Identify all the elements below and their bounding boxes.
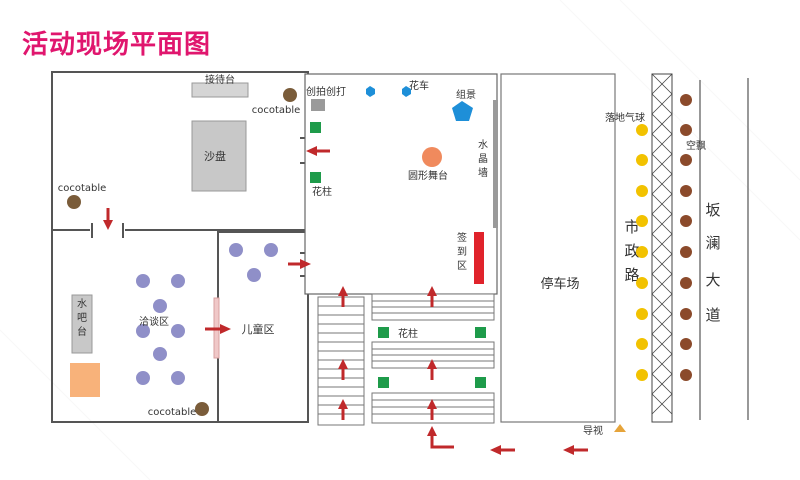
- reception-label: 接待台: [205, 73, 235, 86]
- walkway-right: [371, 293, 495, 424]
- flower-car-icon-2: [402, 86, 411, 97]
- floor-balloons: [636, 124, 648, 381]
- flow-arrows: [103, 146, 588, 455]
- avenue-label: 坂澜大道: [705, 201, 720, 324]
- signin-area: [474, 232, 484, 284]
- parking-lot: [500, 73, 616, 423]
- round-stage: [422, 147, 442, 167]
- display-icon: [452, 101, 473, 121]
- flower-pillar-1: [310, 122, 321, 133]
- sand-table: [191, 120, 247, 192]
- cocotable-bottom-label: cocotable: [148, 407, 197, 418]
- cocotable-bottom: [195, 402, 209, 416]
- photo-booth: [311, 99, 325, 111]
- negotiation-label: 洽谈区: [139, 315, 169, 328]
- page-title: 活动现场平面图: [22, 30, 212, 60]
- flower-car-label: 花车: [409, 79, 429, 92]
- flower-pillar-5: [378, 377, 389, 388]
- flower-pillar-6: [475, 377, 486, 388]
- signin-label: 签到区: [457, 231, 467, 272]
- reception-desk: [191, 82, 249, 98]
- cocotable-left-label: cocotable: [58, 183, 107, 194]
- display-label: 组景: [456, 88, 476, 101]
- arch-label: 空飘: [686, 139, 706, 152]
- round-stage-label: 圆形舞台: [408, 169, 448, 182]
- water-bar-label: 水吧台: [77, 298, 87, 338]
- guide-sign-icon: [614, 424, 626, 432]
- city-road-label: 市政路: [624, 218, 639, 284]
- water-bar: [71, 294, 93, 354]
- cocotable-left: [67, 195, 81, 209]
- kids-label: 儿童区: [242, 322, 275, 336]
- water-wall: [493, 100, 498, 228]
- water-sign-label: 水晶墙: [478, 139, 488, 179]
- hatched-median: [651, 73, 673, 423]
- balloon-label: 落地气球: [605, 111, 645, 124]
- parking-label: 停车场: [540, 276, 579, 292]
- flower-car-icon-1: [366, 86, 375, 97]
- cocotable-top-label: cocotable: [252, 105, 301, 116]
- orange-box: [70, 363, 100, 397]
- guide-label: 导视: [583, 424, 603, 437]
- photo-label: 创拍创打: [306, 85, 346, 98]
- arch-balloons: [680, 94, 692, 381]
- flower-pillar-4: [475, 327, 486, 338]
- flower-pillar-label: 花柱: [312, 185, 332, 198]
- negotiation-tables: [136, 243, 278, 385]
- flower-pillar-2: [310, 172, 321, 183]
- sand-table-label: 沙盘: [204, 149, 226, 163]
- flower-pillar-3: [378, 327, 389, 338]
- cocotable-top: [283, 88, 297, 102]
- flower-pillar-label-2: 花柱: [398, 327, 418, 340]
